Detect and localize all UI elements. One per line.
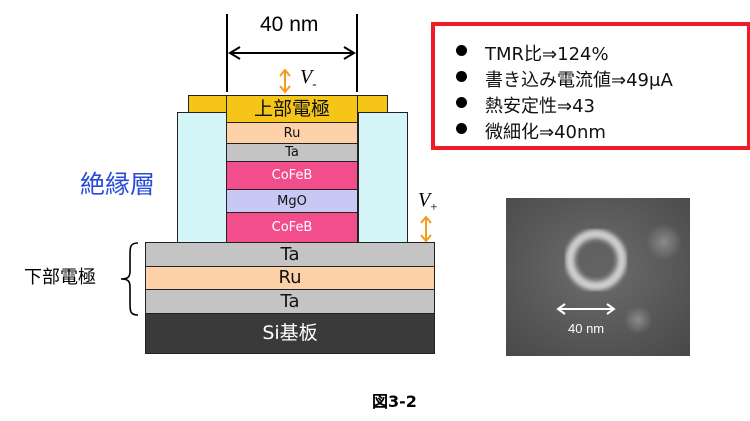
results-list: TMR比⇒124% 書き込み電流値⇒49μA 熱安定性⇒43 微細化⇒40nm bbox=[435, 26, 747, 144]
pillar-layer-ta: Ta bbox=[226, 143, 358, 162]
voltage-plus-label: V+ bbox=[418, 190, 438, 213]
dimension-arrow bbox=[228, 46, 356, 60]
results-callout: TMR比⇒124% 書き込み電流値⇒49μA 熱安定性⇒43 微細化⇒40nm bbox=[431, 22, 750, 150]
pillar-layer-label: MgO bbox=[277, 193, 307, 209]
bottom-layer-ta-bottom: Ta bbox=[145, 289, 435, 314]
sem-image bbox=[506, 198, 690, 356]
bottom-electrode-label: 下部電極 bbox=[24, 267, 96, 288]
pillar-layer-label: CoFeB bbox=[271, 220, 313, 235]
bullet-icon bbox=[456, 97, 467, 108]
result-item: 熱安定性⇒43 bbox=[453, 92, 747, 118]
result-text: 書き込み電流値⇒49μA bbox=[485, 70, 673, 91]
bottom-layer-label: Ru bbox=[278, 267, 302, 288]
result-item: 書き込み電流値⇒49μA bbox=[453, 66, 747, 92]
pillar-layer-cofeb-bottom: CoFeB bbox=[226, 212, 358, 243]
result-text: 熱安定性⇒43 bbox=[485, 96, 595, 117]
bullet-icon bbox=[456, 123, 467, 134]
voltage-minus-sub: - bbox=[312, 76, 317, 91]
voltage-minus-arrow-icon bbox=[279, 68, 291, 94]
top-electrode-label: 上部電極 bbox=[253, 97, 330, 120]
dimension-line-right bbox=[356, 14, 358, 92]
figure-caption: 図3-2 bbox=[372, 392, 417, 411]
result-text: 微細化⇒40nm bbox=[485, 122, 606, 143]
bottom-layer-label: Ta bbox=[280, 290, 300, 312]
bullet-icon bbox=[456, 45, 467, 56]
bottom-electrode-brace bbox=[120, 242, 139, 316]
result-text: TMR比⇒124% bbox=[485, 44, 609, 65]
bottom-layer-ta-top: Ta bbox=[145, 242, 435, 267]
width-label: 40 nm bbox=[260, 13, 319, 36]
substrate-label: Si基板 bbox=[262, 322, 318, 344]
si-substrate: Si基板 bbox=[145, 313, 435, 354]
insulator-right bbox=[358, 112, 408, 243]
pillar-layer-label: Ru bbox=[283, 125, 301, 141]
insulator-left bbox=[177, 112, 227, 243]
bullet-icon bbox=[456, 71, 467, 82]
dimension-line-left bbox=[226, 14, 228, 92]
sem-scale-label: 40 nm bbox=[568, 321, 605, 336]
pillar-layer-label: CoFeB bbox=[271, 168, 313, 183]
result-item: 微細化⇒40nm bbox=[453, 118, 747, 144]
result-item: TMR比⇒124% bbox=[453, 40, 747, 66]
voltage-minus-symbol: V bbox=[300, 66, 313, 88]
pillar-layer-cofeb-top: CoFeB bbox=[226, 161, 358, 190]
bottom-layer-label: Ta bbox=[280, 243, 300, 265]
pillar-layer-ru: Ru bbox=[226, 122, 358, 144]
voltage-plus-symbol: V bbox=[418, 189, 431, 211]
insulator-label: 絶縁層 bbox=[80, 170, 156, 199]
bottom-layer-ru: Ru bbox=[145, 266, 435, 290]
voltage-plus-arrow-icon bbox=[420, 215, 432, 243]
voltage-minus-label: V- bbox=[300, 67, 317, 90]
top-electrode: 上部電極 bbox=[226, 95, 358, 123]
pillar-layer-mgo: MgO bbox=[226, 189, 358, 213]
pillar-layer-label: Ta bbox=[285, 145, 299, 160]
voltage-plus-sub: + bbox=[430, 199, 438, 214]
